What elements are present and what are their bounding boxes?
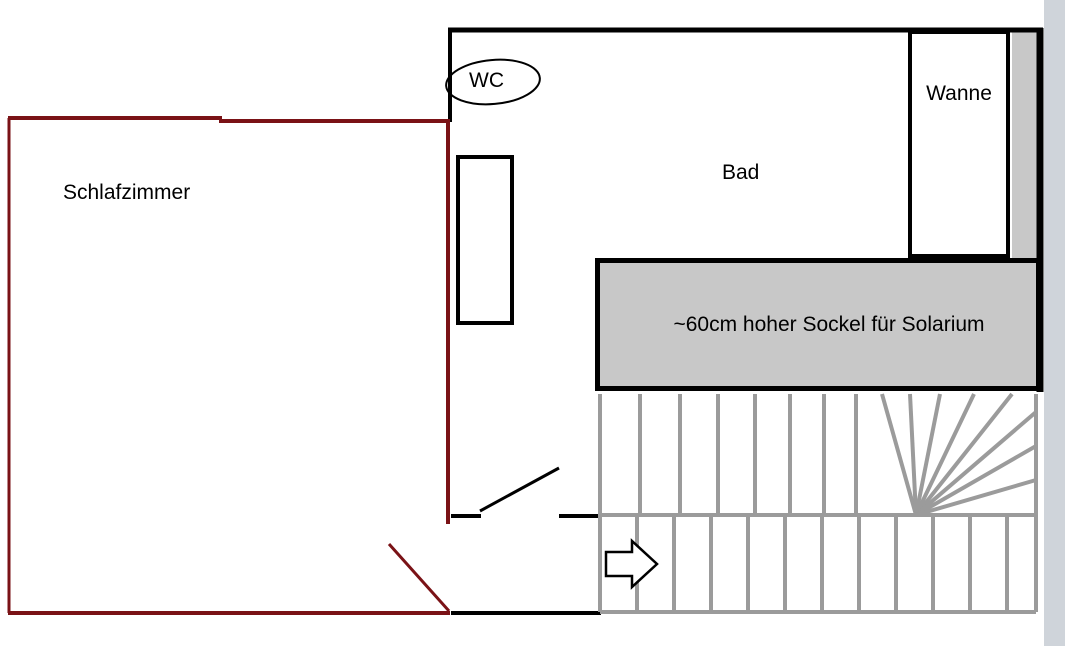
bedroom-door-swing (387, 542, 451, 613)
solarium-pedestal: ~60cm hoher Sockel für Solarium (595, 258, 1041, 391)
room-label-bad: Bad (722, 161, 760, 184)
bathtub-label: Wanne (926, 82, 992, 105)
bath-door-swing (479, 466, 560, 513)
wc-partition (456, 155, 514, 325)
stairs-upper-flight (598, 394, 858, 612)
stairs-winder-fan (880, 392, 1038, 612)
right-arrow-outline-icon (604, 538, 659, 590)
room-label-schlafzimmer: Schlafzimmer (63, 181, 191, 204)
bathtub-wall-strip (1012, 30, 1037, 258)
bathtub: Wanne (908, 30, 1010, 258)
solarium-pedestal-label: ~60cm hoher Sockel für Solarium (673, 312, 985, 336)
canvas-edge-band (1044, 0, 1065, 646)
stairs-lower-flight (600, 513, 1036, 614)
room-label-wc: WC (469, 69, 504, 92)
